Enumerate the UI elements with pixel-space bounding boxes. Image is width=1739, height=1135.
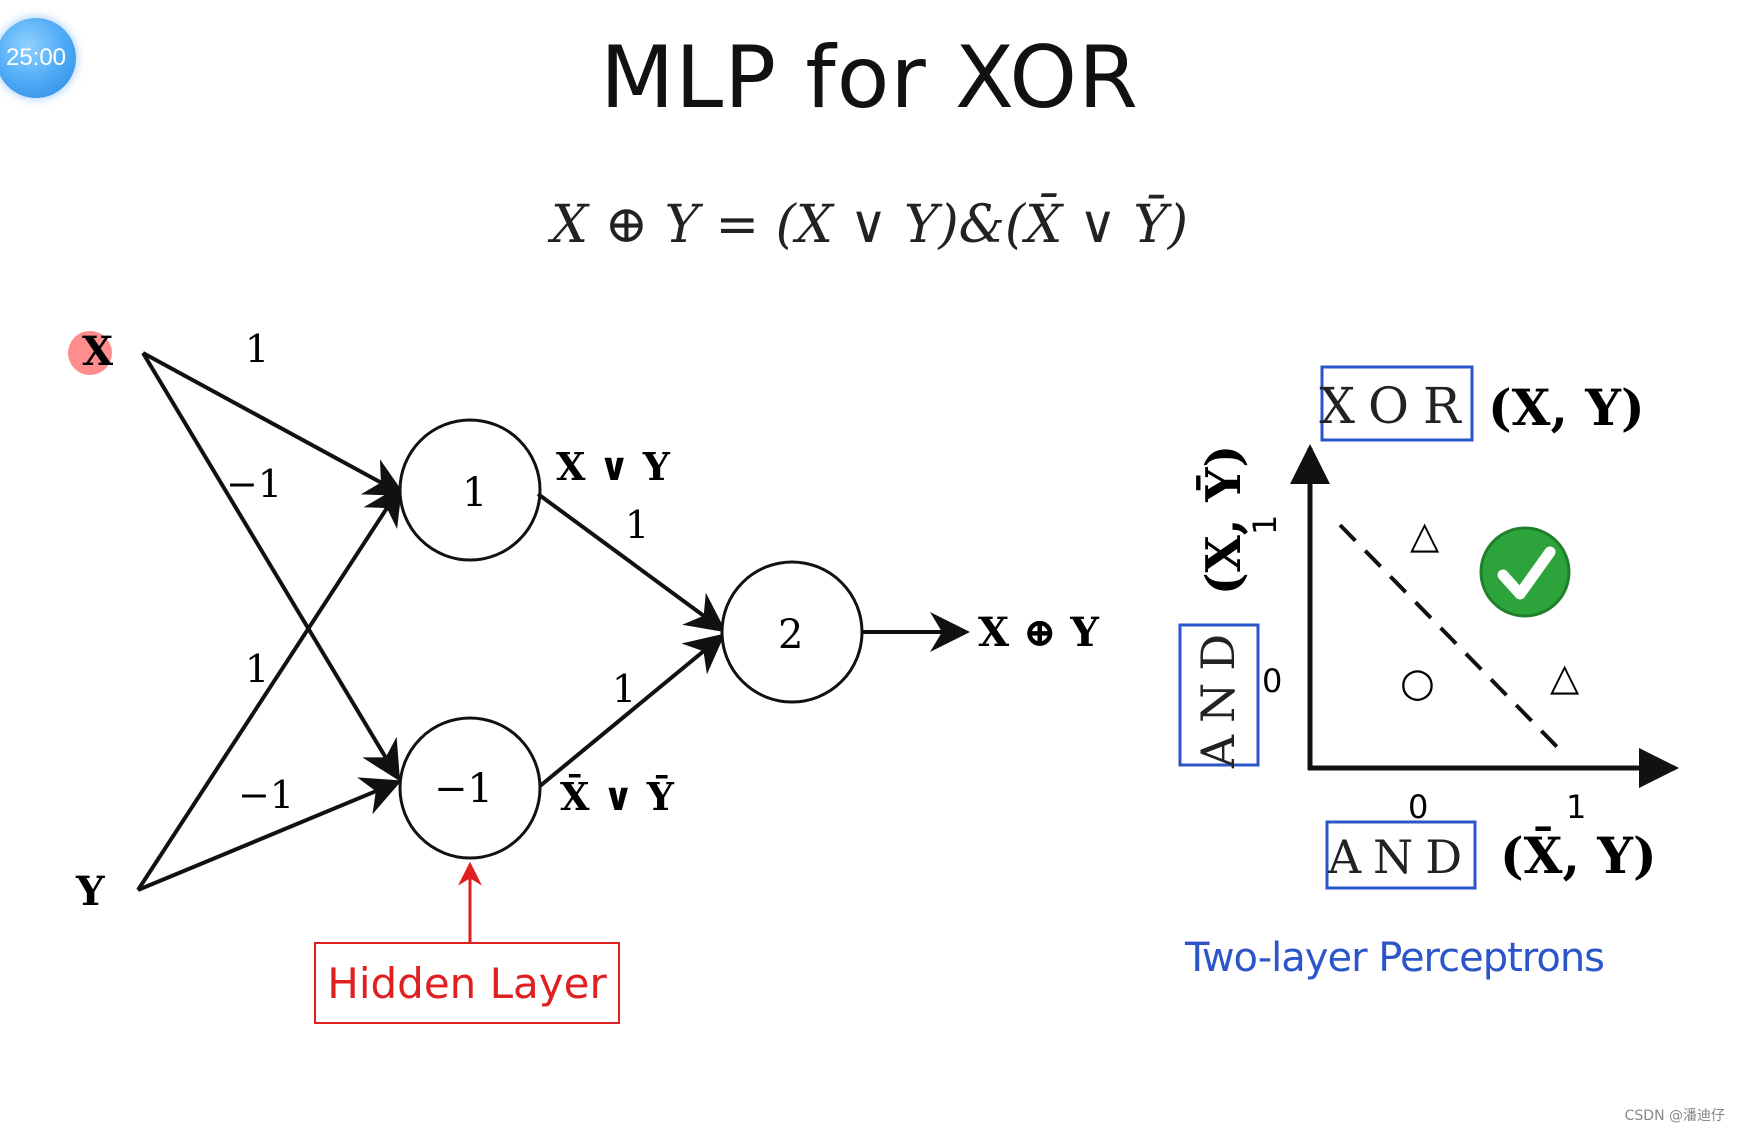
check-icon <box>1479 526 1571 618</box>
hidden-node-1 <box>398 418 542 562</box>
hidden-layer-label: Hidden Layer <box>327 958 607 1008</box>
edge-x-h1 <box>142 351 406 496</box>
point-circle: ○ <box>1400 660 1435 706</box>
edge-h2-out <box>538 633 726 788</box>
weight-h2-out: 1 <box>612 667 636 711</box>
y-tick-1: 1 <box>1246 515 1284 535</box>
timer-badge[interactable]: 25:00 <box>0 18 76 98</box>
edge-y-h1 <box>136 484 403 892</box>
x-tick-1: 1 <box>1566 788 1586 826</box>
decision-boundary <box>1338 523 1567 757</box>
weight-x-h2: −1 <box>226 462 282 506</box>
edge-h1-out <box>536 492 727 633</box>
left-label: (X, Ȳ) <box>1195 445 1252 595</box>
xor-box-label: XOR <box>1319 377 1474 435</box>
point-triangle-top: △ <box>1410 513 1440 557</box>
and-box-left <box>1178 623 1260 767</box>
y-tick-0: 0 <box>1262 662 1282 700</box>
bottom-label: (X̄, Y) <box>1500 825 1657 885</box>
hidden-node-1-label: X ∨ Y <box>556 444 671 489</box>
hidden-layer-box: Hidden Layer <box>314 942 620 1024</box>
output-node-bias: 2 <box>778 612 803 658</box>
output-label: X ⊕ Y <box>978 609 1099 656</box>
weight-h1-out: 1 <box>625 503 649 547</box>
watermark: CSDN @潘迪仔 <box>1624 1108 1725 1124</box>
xor-box <box>1320 365 1474 442</box>
edge-x-h2 <box>141 351 401 782</box>
weight-x-h1: 1 <box>245 327 269 371</box>
plot-caption: Two-layer Perceptrons <box>1185 935 1605 981</box>
x-tick-0: 0 <box>1408 788 1428 826</box>
and-box-bottom-label: AND <box>1327 830 1474 884</box>
hidden-node-2-bias: −1 <box>434 766 493 812</box>
weight-y-h1: 1 <box>245 647 269 691</box>
xor-formula: X ⊕ Y = (X ∨ Y)&(X̄ ∨ Ȳ) <box>551 195 1188 255</box>
top-label: (X, Y) <box>1488 378 1645 437</box>
hidden-node-2-label: X̄ ∨ Ȳ <box>560 774 675 819</box>
input-x-label: X <box>82 328 113 375</box>
and-box-bottom <box>1325 820 1477 890</box>
hidden-node-2 <box>398 716 542 860</box>
timer-text: 25:00 <box>5 44 67 71</box>
edge-y-h2 <box>137 777 402 892</box>
weight-y-h2: −1 <box>238 773 294 817</box>
input-y-label: Y <box>75 868 105 915</box>
and-box-left-label: AND <box>1191 622 1245 769</box>
hidden-node-1-bias: 1 <box>462 470 487 516</box>
slide-title: MLP for XOR <box>600 28 1139 128</box>
point-triangle-right: △ <box>1550 655 1580 699</box>
cursor-highlight <box>68 331 112 375</box>
